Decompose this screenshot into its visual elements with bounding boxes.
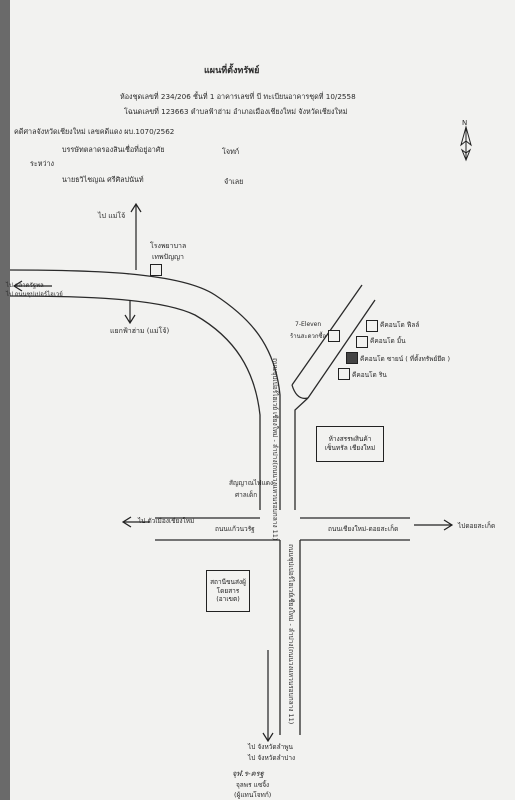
- plaintiff-role: โจทก์: [222, 147, 240, 156]
- hospital-marker: [150, 264, 162, 276]
- label-fah-ham-junction: แยกฟ้าฮ่าม (แม่โจ้): [110, 327, 170, 335]
- label-condo-subject: คีคอนโด ซายน์ ( ที่ตั้งทรัพย์ยึด ): [360, 355, 450, 363]
- seven-eleven-marker: [328, 330, 340, 342]
- label-road-superhighway-upper: ถนนซุปเปอร์ไฮเวย์ เชียงใหม่ - ลำปาง(ถนนว…: [271, 358, 279, 541]
- defendant-role: จำเลย: [224, 177, 244, 186]
- label-road-superhighway-lower: ถนนซุปเปอร์ไฮเวย์เชียงใหม่ - ลำปาง(ถนนวง…: [287, 544, 295, 725]
- label-seven-eleven-2: ร้านสะดวกซื้อ: [290, 333, 327, 340]
- label-left-1: ไป ตลาดรัฐพล: [6, 282, 44, 289]
- label-road-kaew-nawarat: ถนนแก้วนวรัฐ: [215, 525, 255, 533]
- label-condo-rin: คีคอนโด ริน: [352, 371, 387, 379]
- label-mall-1: ห้างสรรพสินค้า: [328, 435, 372, 444]
- document-title: แผนที่ตั้งทรัพย์: [204, 66, 260, 76]
- label-station-1: สถานีขนส่งผู้: [210, 577, 246, 586]
- signature-name: จุลพร แซจิ้ง: [236, 781, 270, 789]
- label-to-city: ไป ตัวเมืองเชียงใหม่: [138, 517, 195, 525]
- between-label: ระหว่าง: [30, 159, 55, 168]
- label-seven-eleven-1: 7-Eleven: [295, 321, 322, 328]
- header-line-2: โฉนดเลขที่ 123663 ตำบลฟ้าฮ่าม อำเภอเมือง…: [124, 107, 348, 116]
- label-to-mae-jo: ไป แม่โจ้: [98, 212, 126, 220]
- compass-icon: [460, 125, 472, 162]
- label-mall-2: เซ็นทรัล เชียงใหม่: [324, 444, 376, 452]
- label-to-lampang: ไป จังหวัดลำปาง: [248, 754, 296, 762]
- condo-mint-marker: [356, 336, 368, 348]
- compass-north-label: N: [462, 119, 468, 127]
- central-mall-box: ห้างสรรพสินค้า เซ็นทรัล เชียงใหม่: [316, 426, 384, 462]
- defendant-name: นายธวิไชญณ ศรีศิลปนันท์: [62, 175, 144, 184]
- label-station-2: โดยสาร: [216, 586, 240, 595]
- signature-mark: จุฬ.ร-ครฐ: [232, 769, 264, 778]
- bus-station-box: สถานีขนส่งผู้ โดยสาร (อาเขต): [206, 570, 250, 612]
- condo-subject-marker: [346, 352, 358, 364]
- document-page: แผนที่ตั้งทรัพย์ ห้องชุดเลขที่ 234/206 ช…: [6, 0, 515, 800]
- label-signal-1: สัญญาณไฟแดง: [229, 479, 274, 487]
- label-to-doi-saket: ไปดอยสะเก็ด: [458, 522, 496, 530]
- label-signal-2: ศาลเด็ก: [235, 491, 258, 499]
- direction-arrows: [12, 202, 454, 743]
- label-left-2: ไป ถนนซุปเปอร์ไฮเวย์: [6, 291, 63, 298]
- condo-feel-marker: [366, 320, 378, 332]
- case-line: คดีศาลจังหวัดเชียงใหม่ เลขคดีแดง ผบ.1070…: [14, 127, 175, 136]
- condo-rin-marker: [338, 368, 350, 380]
- signature-role: (ผู้แทนโจทก์): [234, 791, 272, 799]
- map-drawing: [10, 125, 472, 743]
- header-line-1: ห้องชุดเลขที่ 234/206 ชั้นที่ 1 อาคารเลข…: [120, 92, 356, 101]
- label-hospital-1: โรงพยาบาล: [150, 242, 187, 250]
- label-condo-feel: คีคอนโด ฟีลล์: [380, 321, 420, 329]
- roads: [10, 269, 410, 735]
- label-station-3: (อาเขต): [216, 595, 240, 604]
- label-road-cm-dsk: ถนนเชียงใหม่-ดอยสะเก็ด: [328, 525, 399, 533]
- label-condo-mint: คีคอนโด มิ้น: [370, 337, 406, 345]
- label-to-lamphun: ไป จังหวัดลำพูน: [248, 743, 293, 751]
- label-hospital-2: เทพปัญญา: [152, 253, 184, 261]
- plaintiff-name: บรรษัทตลาดรองสินเชื่อที่อยู่อาศัย: [62, 145, 165, 154]
